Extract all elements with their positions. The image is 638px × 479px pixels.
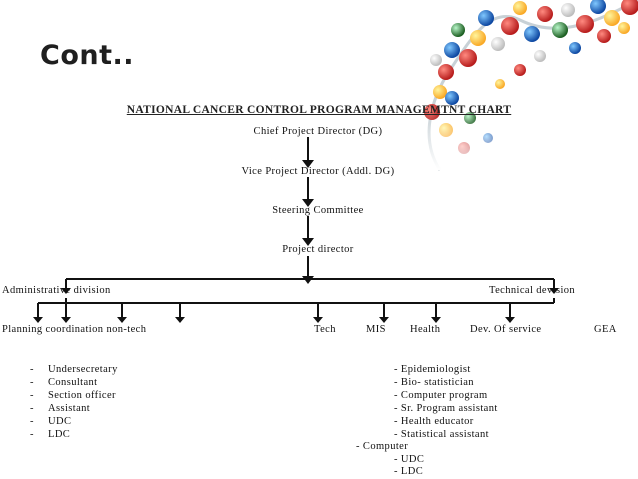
list-item: - UDC xyxy=(394,454,425,465)
list-item: - Statistical assistant xyxy=(394,429,489,440)
node-dev-of-service: Dev. Of service xyxy=(470,324,542,335)
chart-heading: NATIONAL CANCER CONTROL PROGRAM MANAGEMT… xyxy=(126,104,512,116)
list-dash: - xyxy=(30,364,34,375)
list-item: LDC xyxy=(48,429,71,440)
slide-title: Cont.. xyxy=(40,40,135,71)
node-vice-project-director: Vice Project Director (Addl. DG) xyxy=(241,166,395,177)
list-dash: - xyxy=(30,390,34,401)
list-item: Assistant xyxy=(48,403,91,414)
list-item: UDC xyxy=(48,416,72,427)
list-item: - LDC xyxy=(394,466,424,477)
list-dash: - xyxy=(30,416,34,427)
node-tech: Tech xyxy=(314,324,336,335)
node-steering-committee: Steering Committee xyxy=(272,205,364,216)
computer-heading: - Computer xyxy=(356,441,409,452)
list-dash: - xyxy=(30,403,34,414)
node-gea: GEA xyxy=(594,324,617,335)
node-administrative-division: Administrative division xyxy=(2,285,111,296)
list-item: Consultant xyxy=(48,377,98,388)
node-project-director: Project director xyxy=(282,244,354,255)
node-planning-coordination: Planning coordination non-tech xyxy=(2,324,147,335)
list-item: Section officer xyxy=(48,390,116,401)
node-technical-division: Technical devision xyxy=(489,285,576,296)
node-health: Health xyxy=(410,324,441,335)
list-item: - Bio- statistician xyxy=(394,377,474,388)
list-item: - Epidemiologist xyxy=(394,364,471,375)
list-dash: - xyxy=(30,377,34,388)
list-dash: - xyxy=(30,429,34,440)
node-chief-project-director: Chief Project Director (DG) xyxy=(253,126,383,137)
node-mis: MIS xyxy=(366,324,386,335)
list-item: - Computer program xyxy=(394,390,488,401)
list-item: Undersecretary xyxy=(48,364,118,375)
list-item: - Health educator xyxy=(394,416,474,427)
list-item: - Sr. Program assistant xyxy=(394,403,498,414)
